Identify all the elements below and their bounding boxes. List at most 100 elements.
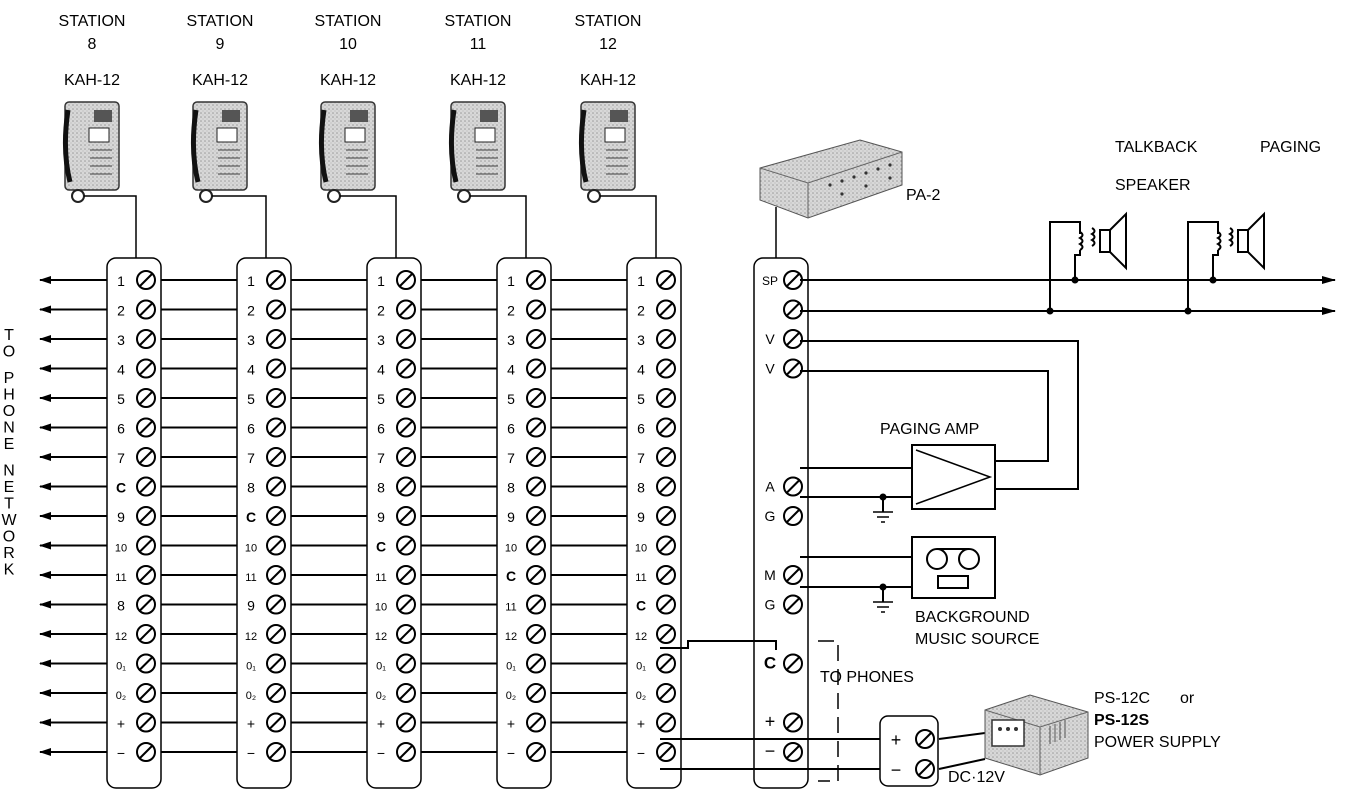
terminal-label: 11 bbox=[375, 572, 386, 584]
svg-text:H: H bbox=[3, 387, 15, 404]
terminal-label: 0₂ bbox=[376, 690, 386, 702]
terminal-label: − bbox=[117, 745, 125, 761]
terminal-label: C bbox=[246, 509, 256, 525]
phone-cord bbox=[600, 195, 657, 258]
pa-terminal-label: − bbox=[765, 741, 776, 761]
terminal-label: 11 bbox=[505, 602, 516, 614]
phones-group bbox=[62, 101, 657, 258]
terminal-label: 4 bbox=[117, 362, 125, 378]
music-source: BACKGROUND MUSIC SOURCE bbox=[911, 536, 1039, 648]
station-number: 9 bbox=[216, 36, 225, 53]
svg-text:O: O bbox=[3, 403, 15, 420]
terminal-label: 6 bbox=[377, 421, 385, 437]
terminal-label: 0₂ bbox=[506, 690, 516, 702]
pa-unit-name: PA-2 bbox=[906, 187, 940, 204]
terminal-label: 5 bbox=[637, 391, 645, 407]
power-wiring bbox=[660, 732, 986, 770]
terminal-label: 0₂ bbox=[636, 690, 646, 702]
terminal-label: 3 bbox=[377, 332, 385, 348]
power-supply-unit bbox=[984, 694, 1089, 776]
terminal-label: 1 bbox=[377, 273, 385, 289]
terminal-label: 2 bbox=[247, 303, 255, 319]
station-model: KAH-12 bbox=[64, 72, 120, 89]
terminal-label: 12 bbox=[245, 631, 257, 643]
terminal-label: 10 bbox=[635, 543, 647, 555]
phone-cord bbox=[340, 195, 397, 258]
svg-text:N: N bbox=[3, 463, 15, 480]
terminal-label: 0₁ bbox=[506, 661, 516, 673]
terminal-label: 4 bbox=[377, 362, 385, 378]
terminal-label: + bbox=[117, 716, 125, 732]
pa-terminal-label: SP bbox=[762, 274, 778, 288]
power-terminal-block: + − bbox=[879, 715, 939, 787]
terminal-label: 1 bbox=[117, 273, 125, 289]
terminal-label: 1 bbox=[507, 273, 515, 289]
station-model: KAH-12 bbox=[580, 72, 636, 89]
pa-terminal-label: A bbox=[765, 479, 775, 495]
terminal-label: C bbox=[376, 539, 386, 555]
phone-icon bbox=[62, 101, 120, 203]
phone-icon bbox=[448, 101, 506, 203]
terminal-label: 12 bbox=[505, 631, 517, 643]
station-model: KAH-12 bbox=[320, 72, 376, 89]
pa-terminal-label: + bbox=[765, 712, 776, 732]
terminal-label: 3 bbox=[247, 332, 255, 348]
terminal-label: 12 bbox=[375, 631, 387, 643]
pa-terminal-label: G bbox=[765, 508, 776, 524]
terminal-label: 7 bbox=[377, 450, 385, 466]
to-phones-label: TO PHONES bbox=[820, 669, 914, 686]
phone-cord bbox=[84, 195, 137, 258]
svg-text:P: P bbox=[4, 370, 15, 387]
pa-terminal-label: V bbox=[765, 361, 775, 377]
terminal-label: C bbox=[506, 568, 516, 584]
psu-model-1: PS-12C bbox=[1094, 690, 1150, 707]
terminal-label: 2 bbox=[377, 303, 385, 319]
terminal-label: 12 bbox=[115, 631, 127, 643]
svg-text:N: N bbox=[3, 420, 15, 437]
speaker-icon bbox=[1078, 211, 1127, 271]
station-model: KAH-12 bbox=[192, 72, 248, 89]
svg-text:T: T bbox=[4, 327, 14, 344]
terminal-label: 11 bbox=[115, 572, 126, 584]
terminal-label: 10 bbox=[245, 543, 257, 555]
terminal-label: 4 bbox=[637, 362, 645, 378]
talkback-label: TALKBACK bbox=[1115, 139, 1198, 156]
terminal-label: 7 bbox=[247, 450, 255, 466]
paging-amp-label: PAGING AMP bbox=[880, 421, 979, 438]
terminal-label: C bbox=[116, 480, 126, 496]
terminal-label: 9 bbox=[117, 509, 125, 525]
terminal-label: 0₁ bbox=[116, 661, 126, 673]
terminal-label: − bbox=[507, 745, 515, 761]
station-number: 12 bbox=[599, 36, 617, 53]
terminal-label: + bbox=[377, 716, 385, 732]
station-title: STATION bbox=[575, 13, 642, 30]
speaker-icon bbox=[1216, 211, 1265, 271]
psu-or: or bbox=[1180, 690, 1195, 707]
pa-terminal-label: V bbox=[765, 331, 775, 347]
terminal-label: + bbox=[637, 716, 645, 732]
station-title: STATION bbox=[187, 13, 254, 30]
phone-icon bbox=[318, 101, 376, 203]
station-number: 11 bbox=[470, 36, 487, 53]
phone-icon bbox=[190, 101, 248, 203]
terminal-label: 8 bbox=[507, 480, 515, 496]
terminal-label: 2 bbox=[507, 303, 515, 319]
speaker-label: SPEAKER bbox=[1115, 177, 1191, 194]
terminal-label: 6 bbox=[507, 421, 515, 437]
terminal-label: 1 bbox=[247, 273, 255, 289]
terminal-label: 6 bbox=[637, 421, 645, 437]
paging-amp: PAGING AMP bbox=[880, 421, 996, 510]
svg-text:O: O bbox=[3, 529, 15, 546]
terminal-label: 1 bbox=[637, 273, 645, 289]
terminal-label: 3 bbox=[117, 332, 125, 348]
station-model: KAH-12 bbox=[450, 72, 506, 89]
station-title: STATION bbox=[315, 13, 382, 30]
terminal-label: 0₂ bbox=[246, 690, 256, 702]
pa-unit: PA-2 bbox=[759, 139, 940, 258]
svg-text:T: T bbox=[4, 496, 14, 513]
